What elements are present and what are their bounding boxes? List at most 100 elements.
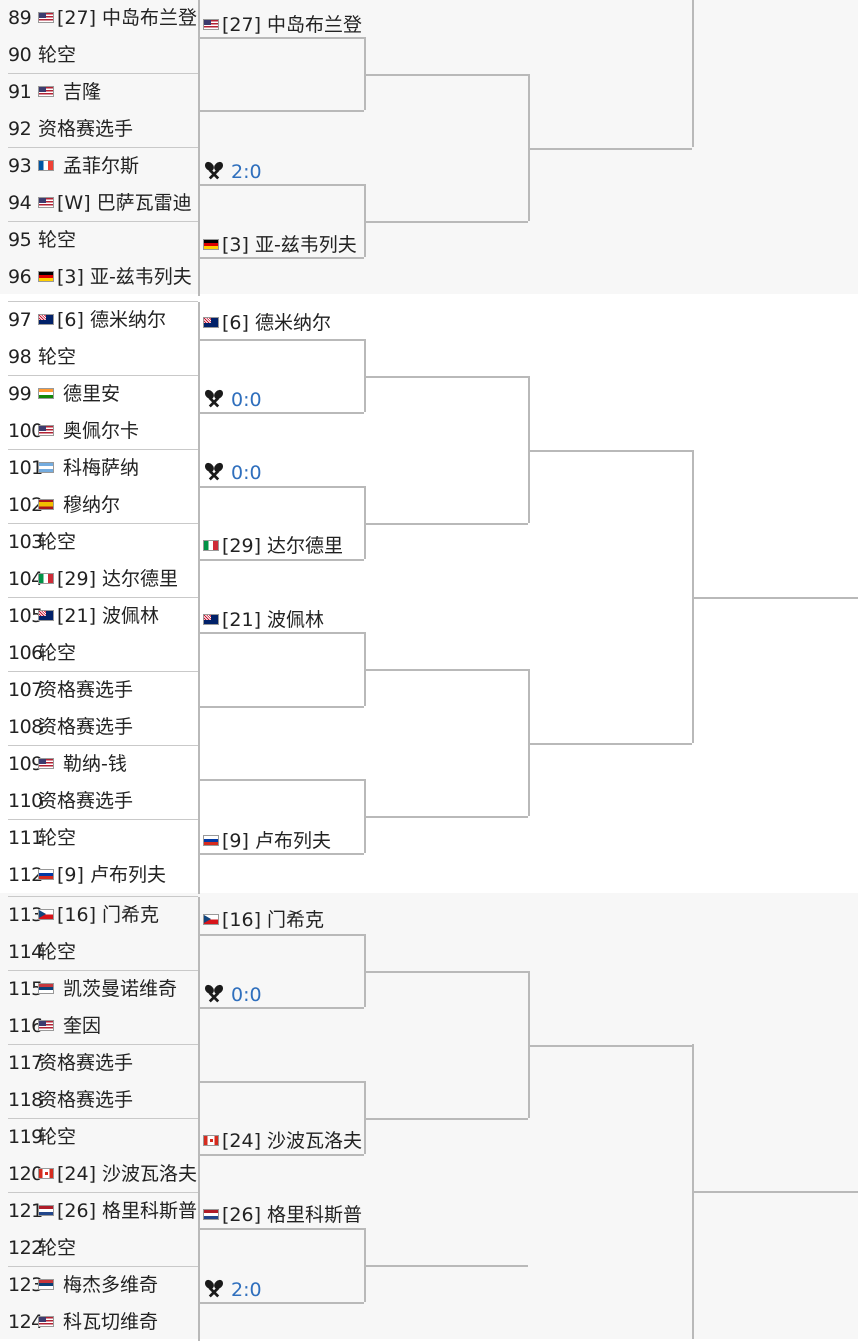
player-name[interactable]: 资格赛选手 — [38, 1045, 133, 1082]
player-name[interactable]: [W] 巴萨瓦雷迪 — [38, 185, 192, 222]
player-name[interactable]: 德里安 — [38, 376, 120, 413]
player-name[interactable]: 资格赛选手 — [38, 783, 133, 820]
player-name[interactable]: 轮空 — [38, 1119, 76, 1156]
draw-position-number: 104 — [8, 568, 43, 590]
draw-slot[interactable]: 123 梅杰多维奇 — [8, 1267, 198, 1304]
round2-player[interactable]: [3] 亚-兹韦列夫 — [203, 230, 357, 260]
player-name[interactable]: 吉隆 — [38, 74, 101, 111]
round2-player[interactable]: [21] 波佩林 — [203, 605, 324, 635]
draw-position-number: 107 — [8, 679, 43, 701]
player-name[interactable]: 资格赛选手 — [38, 1082, 133, 1119]
player-name[interactable]: 轮空 — [38, 339, 76, 376]
round2-player[interactable]: [6] 德米纳尔 — [203, 308, 331, 338]
match-score[interactable]: 0:0 — [203, 980, 262, 1010]
bracket-line — [364, 486, 366, 559]
match-score[interactable]: 0:0 — [203, 458, 262, 488]
player-name[interactable]: 勒纳-钱 — [38, 746, 127, 783]
draw-slot[interactable]: 89[27] 中岛布兰登 — [8, 0, 198, 37]
draw-slot[interactable]: 109 勒纳-钱 — [8, 746, 198, 783]
player-name[interactable]: [27] 中岛布兰登 — [38, 0, 197, 37]
draw-slot[interactable]: 104[29] 达尔德里 — [8, 561, 198, 598]
draw-slot[interactable]: 113[16] 门希克 — [8, 897, 198, 934]
player-name[interactable]: 科瓦切维奇 — [38, 1304, 158, 1341]
round2-player[interactable]: [9] 卢布列夫 — [203, 826, 331, 856]
bracket-line — [364, 339, 366, 412]
draw-slot[interactable]: 101 科梅萨纳 — [8, 450, 198, 487]
round2-player[interactable]: [29] 达尔德里 — [203, 531, 343, 561]
draw-slot[interactable]: 94[W] 巴萨瓦雷迪 — [8, 185, 198, 222]
round2-player[interactable]: [27] 中岛布兰登 — [203, 10, 362, 40]
draw-slot[interactable]: 91 吉隆 — [8, 74, 198, 111]
player-name[interactable]: 资格赛选手 — [38, 709, 133, 746]
player-name[interactable]: 轮空 — [38, 635, 76, 672]
player-name-text: 轮空 — [38, 531, 77, 553]
draw-slot[interactable]: 112[9] 卢布列夫 — [8, 857, 198, 894]
player-name[interactable]: [26] 格里科斯普 — [38, 1193, 197, 1230]
score-text[interactable]: 0:0 — [231, 984, 262, 1006]
draw-slot[interactable]: 105[21] 波佩林 — [8, 598, 198, 635]
player-name[interactable]: 穆纳尔 — [38, 487, 120, 524]
match-score[interactable]: 2:0 — [203, 1275, 262, 1305]
player-name[interactable]: 奥佩尔卡 — [38, 413, 139, 450]
round2-player[interactable]: [26] 格里科斯普 — [203, 1200, 362, 1230]
draw-slot[interactable]: 124 科瓦切维奇 — [8, 1304, 198, 1341]
bracket-line — [692, 0, 694, 147]
draw-slot[interactable]: 120[24] 沙波瓦洛夫 — [8, 1156, 198, 1193]
score-text[interactable]: 0:0 — [231, 462, 262, 484]
player-name[interactable]: [16] 门希克 — [38, 897, 159, 934]
draw-slot[interactable]: 97[6] 德米纳尔 — [8, 302, 198, 339]
player-name[interactable]: 奎因 — [38, 1008, 101, 1045]
draw-slot[interactable]: 100 奥佩尔卡 — [8, 413, 198, 450]
player-name[interactable]: [3] 亚-兹韦列夫 — [38, 259, 192, 296]
player-name[interactable]: [9] 卢布列夫 — [38, 857, 166, 894]
draw-slot[interactable]: 121[26] 格里科斯普 — [8, 1193, 198, 1230]
match-score[interactable]: 2:0 — [203, 157, 262, 187]
score-text[interactable]: 0:0 — [231, 389, 262, 411]
draw-slot[interactable]: 116 奎因 — [8, 1008, 198, 1045]
bracket-line — [692, 597, 858, 599]
draw-slot[interactable]: 102 穆纳尔 — [8, 487, 198, 524]
player-name[interactable]: [24] 沙波瓦洛夫 — [38, 1156, 197, 1193]
draw-slot[interactable]: 99 德里安 — [8, 376, 198, 413]
round2-player[interactable]: [16] 门希克 — [203, 905, 324, 935]
player-name[interactable]: 梅杰多维奇 — [38, 1267, 158, 1304]
player-name[interactable]: 轮空 — [38, 934, 76, 971]
draw-slot[interactable]: 115 凯茨曼诺维奇 — [8, 971, 198, 1008]
score-text[interactable]: 2:0 — [231, 161, 262, 183]
bracket-line — [528, 450, 692, 452]
player-name[interactable]: 科梅萨纳 — [38, 450, 139, 487]
player-name[interactable]: 轮空 — [38, 1230, 76, 1267]
player-name-text: [16] 门希克 — [57, 904, 160, 926]
player-name[interactable]: [29] 达尔德里 — [38, 561, 178, 598]
player-name[interactable]: [21] 波佩林 — [38, 598, 159, 635]
player-name[interactable]: [6] 德米纳尔 — [38, 302, 166, 339]
draw-slot[interactable]: 93 孟菲尔斯 — [8, 148, 198, 185]
player-name[interactable]: 轮空 — [38, 524, 76, 561]
score-text[interactable]: 2:0 — [231, 1279, 262, 1301]
match-score[interactable]: 0:0 — [203, 385, 262, 415]
player-name[interactable]: 轮空 — [38, 37, 76, 74]
player-name[interactable]: 资格赛选手 — [38, 672, 133, 709]
draw-slot[interactable]: 96[3] 亚-兹韦列夫 — [8, 259, 198, 296]
player-name[interactable]: 轮空 — [38, 820, 76, 857]
player-name[interactable]: 孟菲尔斯 — [38, 148, 139, 185]
player-name[interactable]: 资格赛选手 — [38, 111, 133, 148]
player-name[interactable]: 轮空 — [38, 222, 76, 259]
player-name[interactable]: 凯茨曼诺维奇 — [38, 971, 177, 1008]
round2-player[interactable]: [24] 沙波瓦洛夫 — [203, 1126, 362, 1156]
